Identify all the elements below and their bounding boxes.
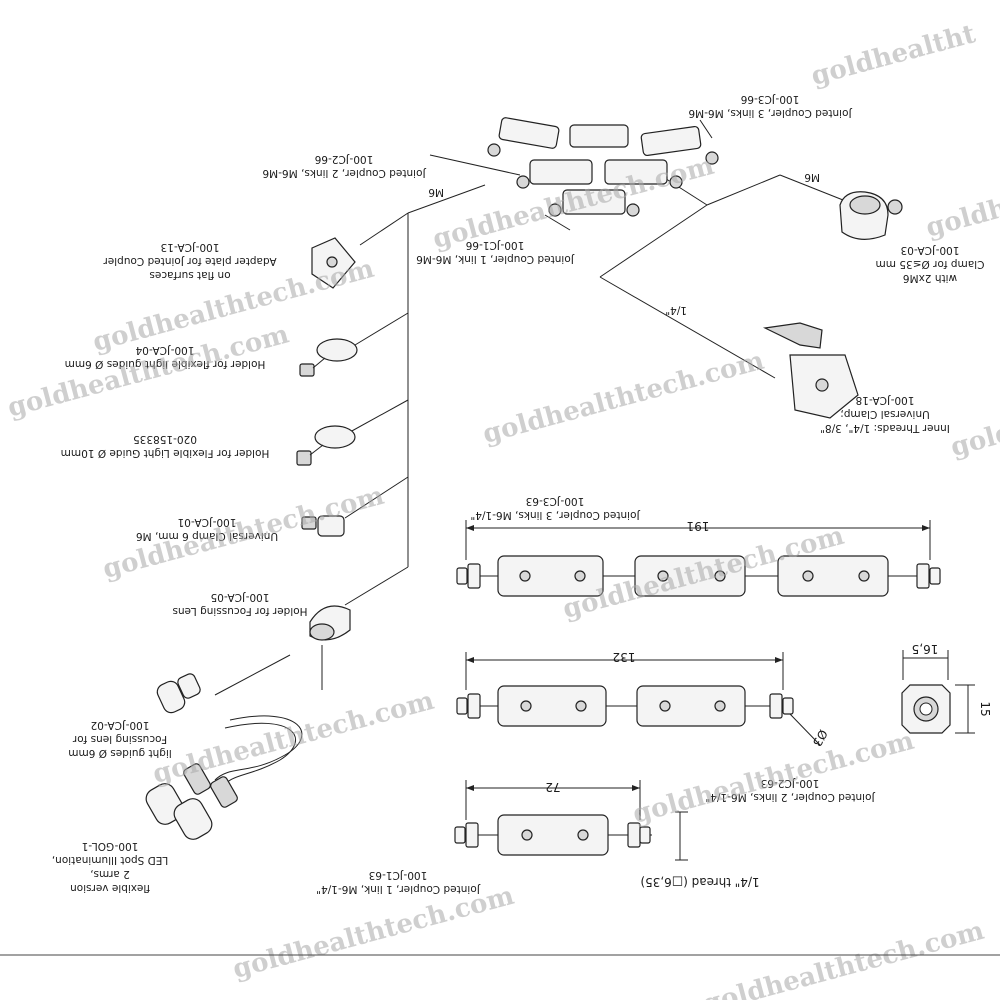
part-desc-1: LED Spot Illumination, [52,854,168,866]
part-desc-2: with 2xM6 [903,272,958,284]
coupler-1-link-m6-quarter-drawing [454,780,688,861]
part-desc-1: Focussing lens for [72,733,167,745]
focussing-lens-icon [156,673,201,714]
coupler-end-view-drawing [901,650,975,734]
part-code: 100-JCA-03 [901,244,960,256]
dimension-191: 191 [687,519,710,533]
part-code: 100-JC2-66 [314,153,373,165]
label-gol-1: 100-GOL-1 LED Spot Illumination, 2 arms,… [52,840,168,894]
thread-label-m6-left: M6 [428,186,444,198]
jointed-coupler-2-links-m6-m6 [516,159,683,189]
part-desc-3: flexible version [70,882,150,894]
thread-dimension: 1/4" thread (□6,35) [640,875,759,889]
part-code: 100-JCA-01 [178,516,237,528]
dimension-72: 72 [545,780,560,794]
part-desc-1: Clamp for Ø≤35 mm [876,258,985,270]
label-jc3-66: 100-JC3-66 Jointed Coupler, 3 links, M6-… [688,93,852,119]
label-jca-13: 100-JCA-13 Adapter plate for Jointed Cou… [103,241,277,281]
jointed-coupler-3-links-m6-m6 [487,117,719,165]
light-guide-holder-10mm-icon [296,425,356,466]
part-code: 100-JC1-66 [465,239,524,251]
part-desc: Jointed Coupler, 3 links, M6-1/4" [470,509,640,521]
label-jca-03: 100-JCA-03 Clamp for Ø≤35 mm with 2xM6 [876,244,985,284]
led-spot-illumination-icon [145,715,303,840]
watermark-text: goldhealthtech.com [630,726,918,830]
watermark-text: goldhealtht [808,19,979,92]
focussing-lens-holder-icon [309,605,351,641]
part-code: 100-JCA-02 [91,719,150,731]
part-code: 100-JCA-13 [161,241,220,253]
universal-clamp-icon [762,322,859,419]
watermark-text: goldhealthtech.com [150,686,438,790]
part-code: 100-JCA-05 [211,591,270,603]
part-desc-1: Adapter plate for Jointed Coupler [103,255,277,267]
coupler-3-links-m6-quarter-drawing [456,520,941,597]
coupler-2-links-m6-quarter-drawing [456,652,821,746]
part-desc: Universal Clamp 6 mm, M6 [136,530,279,542]
dimension-132: 132 [613,650,636,664]
thread-label-quarter: 1/4" [665,304,687,316]
part-code: 020-158335 [133,433,197,445]
part-desc-2: Inner Threads: 1/4", 3/8" [820,422,950,434]
part-desc: Jointed Coupler, 2 links, M6-1/4" [705,791,875,803]
thread-label-m6-right: M6 [804,171,820,183]
label-jca-05: 100-JCA-05 Holder for Focussing Lens [172,591,307,617]
label-020-158335: 020-158335 Holder for Flexible Light Gui… [61,433,270,459]
label-jc1-66: 100-JC1-66 Jointed Coupler, 1 link, M6-M… [416,239,575,265]
part-code: 100-JC1-63 [369,869,428,881]
part-desc: Holder for Flexible Light Guide Ø 10mm [61,447,270,459]
dimension-16-5: 16,5 [912,642,939,656]
label-jc2-63: 100-JC2-63 Jointed Coupler, 2 links, M6-… [705,777,875,803]
watermark-text: goldhealtht [947,390,1000,463]
light-guide-holder-6mm-icon [299,338,358,377]
part-code: 100-JC3-66 [740,93,799,105]
part-code: 100-JC3-63 [526,495,585,507]
part-desc: Jointed Coupler, 1 link, M6-1/4" [316,883,481,895]
part-desc: Jointed Coupler, 3 links, M6-M6 [688,107,852,119]
watermark-text: goldhealtht [923,171,1000,244]
part-code: 100-JCA-04 [135,344,194,356]
adapter-plate-icon [311,237,356,289]
jointed-coupler-1-link-m6-m6 [548,189,640,217]
part-desc: Jointed Coupler, 1 link, M6-M6 [416,253,575,265]
part-code: 100-JC2-63 [761,777,820,789]
branch-lines [214,119,844,696]
part-desc: Jointed Coupler, 2 links, M6-M6 [262,167,426,179]
part-desc-2: 2 arms, [90,868,130,880]
part-desc: Holder for flexible light guides Ø 6mm [65,358,266,370]
label-jca-04: 100-JCA-04 Holder for flexible light gui… [65,344,266,370]
dimension-15: 15 [978,701,992,716]
universal-clamp-6mm-icon [301,515,345,537]
part-desc-2: light guides Ø 6mm [68,747,172,759]
part-desc-1: Universal Clamp; [840,408,930,420]
label-jca-02: 100-JCA-02 Focussing lens for light guid… [68,719,172,759]
label-jc1-63: 100-JC1-63 Jointed Coupler, 1 link, M6-1… [316,869,481,895]
part-code: 100-GOL-1 [82,840,139,852]
label-jc3-63: 100-JC3-63 Jointed Coupler, 3 links, M6-… [470,495,640,521]
part-desc-2: on flat surfaces [149,269,230,281]
watermark-text: goldhealthtech.com [480,346,768,450]
label-jca-01: 100-JCA-01 Universal Clamp 6 mm, M6 [136,516,279,542]
clamp-35mm-icon [839,191,903,240]
dimension-dia-3: Ø3 [810,727,831,749]
part-desc: Holder for Focussing Lens [172,605,307,617]
label-jc2-66: 100-JC2-66 Jointed Coupler, 2 links, M6-… [262,153,426,179]
watermark-text: goldhealthtech.com [230,881,518,985]
label-jca-18: 100-JCA-18 Universal Clamp; Inner Thread… [820,394,950,434]
watermark-text: goldhealthtech.com [700,916,988,1000]
part-code: 100-JCA-18 [856,394,915,406]
